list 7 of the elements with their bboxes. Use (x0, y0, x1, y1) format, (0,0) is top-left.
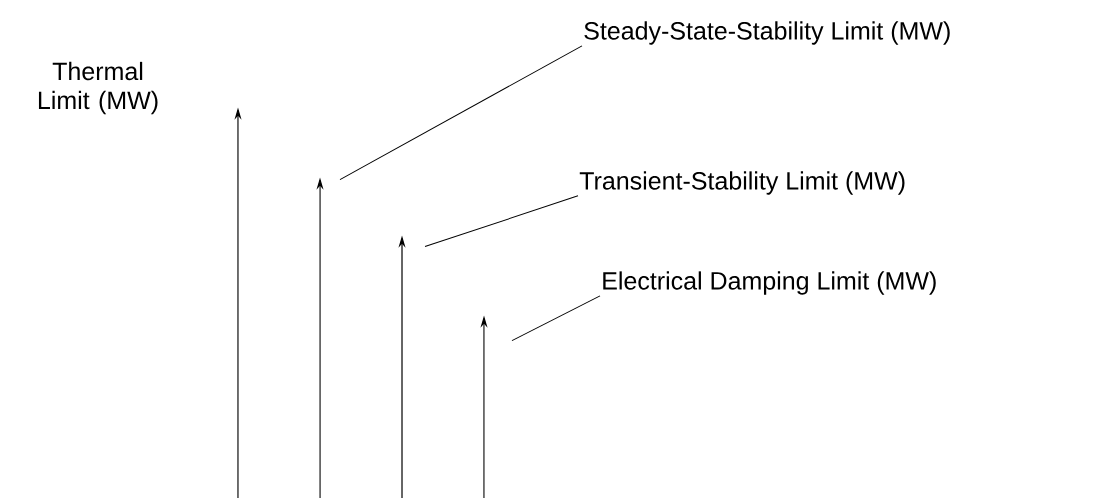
limit-label: Steady-State-Stability Limit (MW) (584, 21, 950, 45)
limit-label: Electrical Damping Limit (MW) (603, 271, 936, 295)
leader-line (511, 295, 601, 342)
leader-line (339, 45, 583, 181)
limit-label: Transient-Stability Limit (MW) (579, 171, 905, 195)
limit-label: Thermal Limit (MW) (38, 61, 158, 115)
leader-line (424, 195, 579, 248)
